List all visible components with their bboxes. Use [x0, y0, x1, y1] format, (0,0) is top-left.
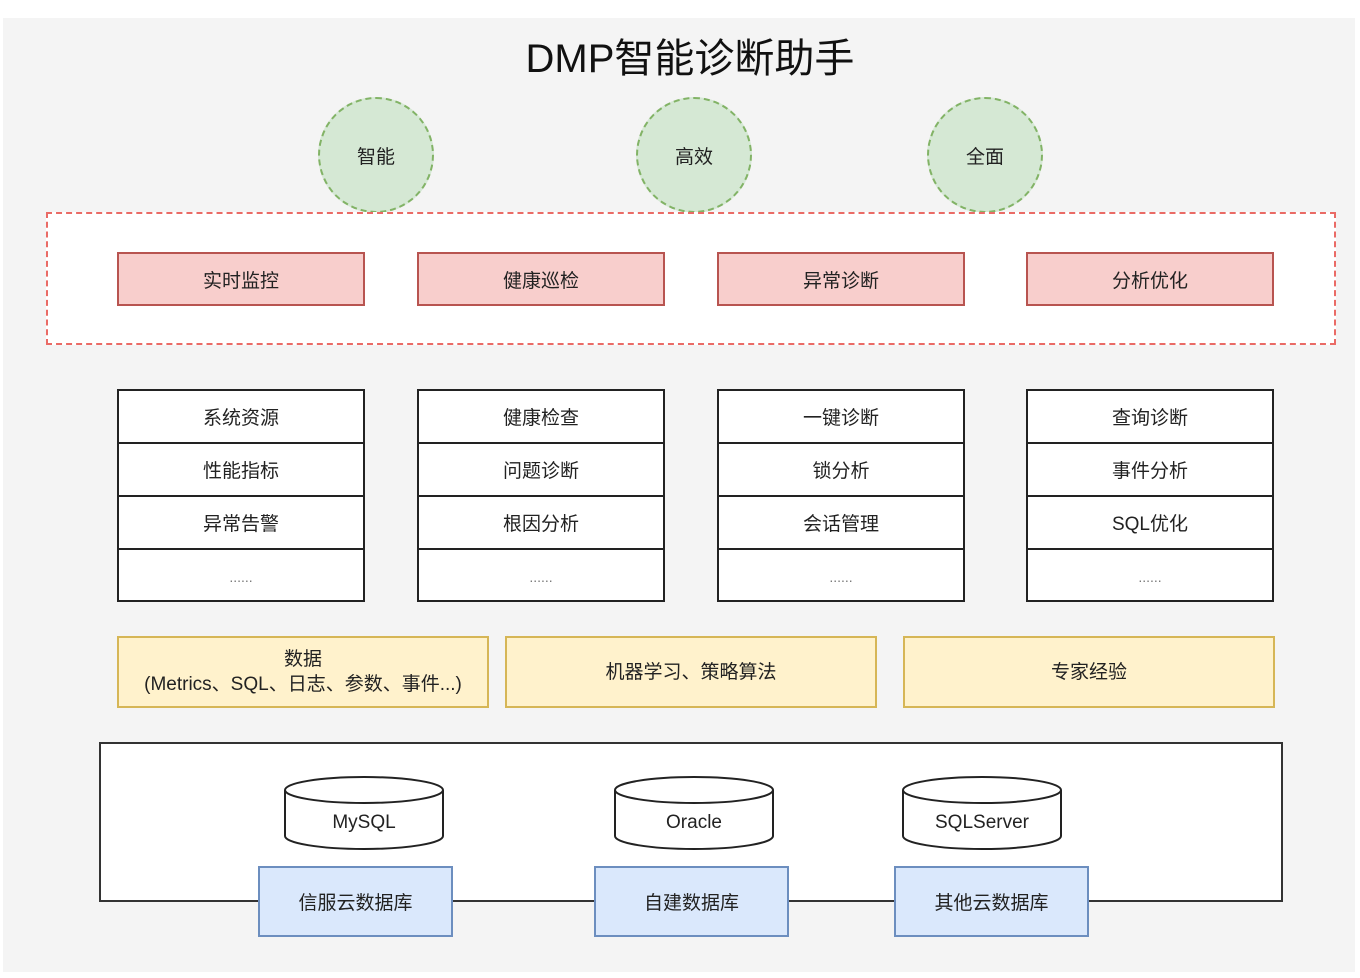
function-column: 查询诊断 事件分析 SQL优化 ......	[1026, 389, 1274, 602]
capability-box: 健康巡检	[417, 252, 665, 306]
function-item: 一键诊断	[719, 391, 963, 444]
database-label: MySQL	[332, 812, 396, 833]
function-item: 会话管理	[719, 497, 963, 550]
function-item: 查询诊断	[1028, 391, 1272, 444]
function-item: 根因分析	[419, 497, 663, 550]
function-column: 一键诊断 锁分析 会话管理 ......	[717, 389, 965, 602]
function-item: SQL优化	[1028, 497, 1272, 550]
database-label: SQLServer	[935, 812, 1029, 833]
expert-foundation-box: 专家经验	[903, 636, 1275, 708]
function-item: 健康检查	[419, 391, 663, 444]
function-item: 性能指标	[119, 444, 363, 497]
database-cylinder: SQLServer	[902, 776, 1062, 850]
function-item: 异常告警	[119, 497, 363, 550]
database-icon	[614, 776, 774, 850]
data-detail: (Metrics、SQL、日志、参数、事件...)	[144, 674, 462, 695]
source-box: 其他云数据库	[894, 866, 1089, 937]
database-icon	[284, 776, 444, 850]
function-column: 健康检查 问题诊断 根因分析 ......	[417, 389, 665, 602]
ml-foundation-box: 机器学习、策略算法	[505, 636, 877, 708]
database-cylinder: Oracle	[614, 776, 774, 850]
database-cylinder: MySQL	[284, 776, 444, 850]
data-title: 数据	[283, 649, 322, 670]
source-box: 信服云数据库	[258, 866, 453, 937]
capability-box: 实时监控	[117, 252, 365, 306]
function-item: ......	[229, 568, 253, 585]
feature-circle: 高效	[636, 97, 752, 213]
function-item: ......	[829, 568, 853, 585]
capability-box: 分析优化	[1026, 252, 1274, 306]
data-foundation-box: 数据 (Metrics、SQL、日志、参数、事件...)	[117, 636, 489, 708]
diagram-title: DMP智能诊断助手	[525, 37, 855, 81]
feature-circle: 智能	[318, 97, 434, 213]
function-item: 问题诊断	[419, 444, 663, 497]
function-item: 系统资源	[119, 391, 363, 444]
function-item: ......	[1138, 568, 1162, 585]
capability-box: 异常诊断	[717, 252, 965, 306]
function-item: ......	[529, 568, 553, 585]
source-box: 自建数据库	[594, 866, 789, 937]
function-item: 锁分析	[719, 444, 963, 497]
function-column: 系统资源 性能指标 异常告警 ......	[117, 389, 365, 602]
function-item: 事件分析	[1028, 444, 1272, 497]
database-label: Oracle	[666, 812, 722, 833]
database-icon	[902, 776, 1062, 850]
feature-circle: 全面	[927, 97, 1043, 213]
